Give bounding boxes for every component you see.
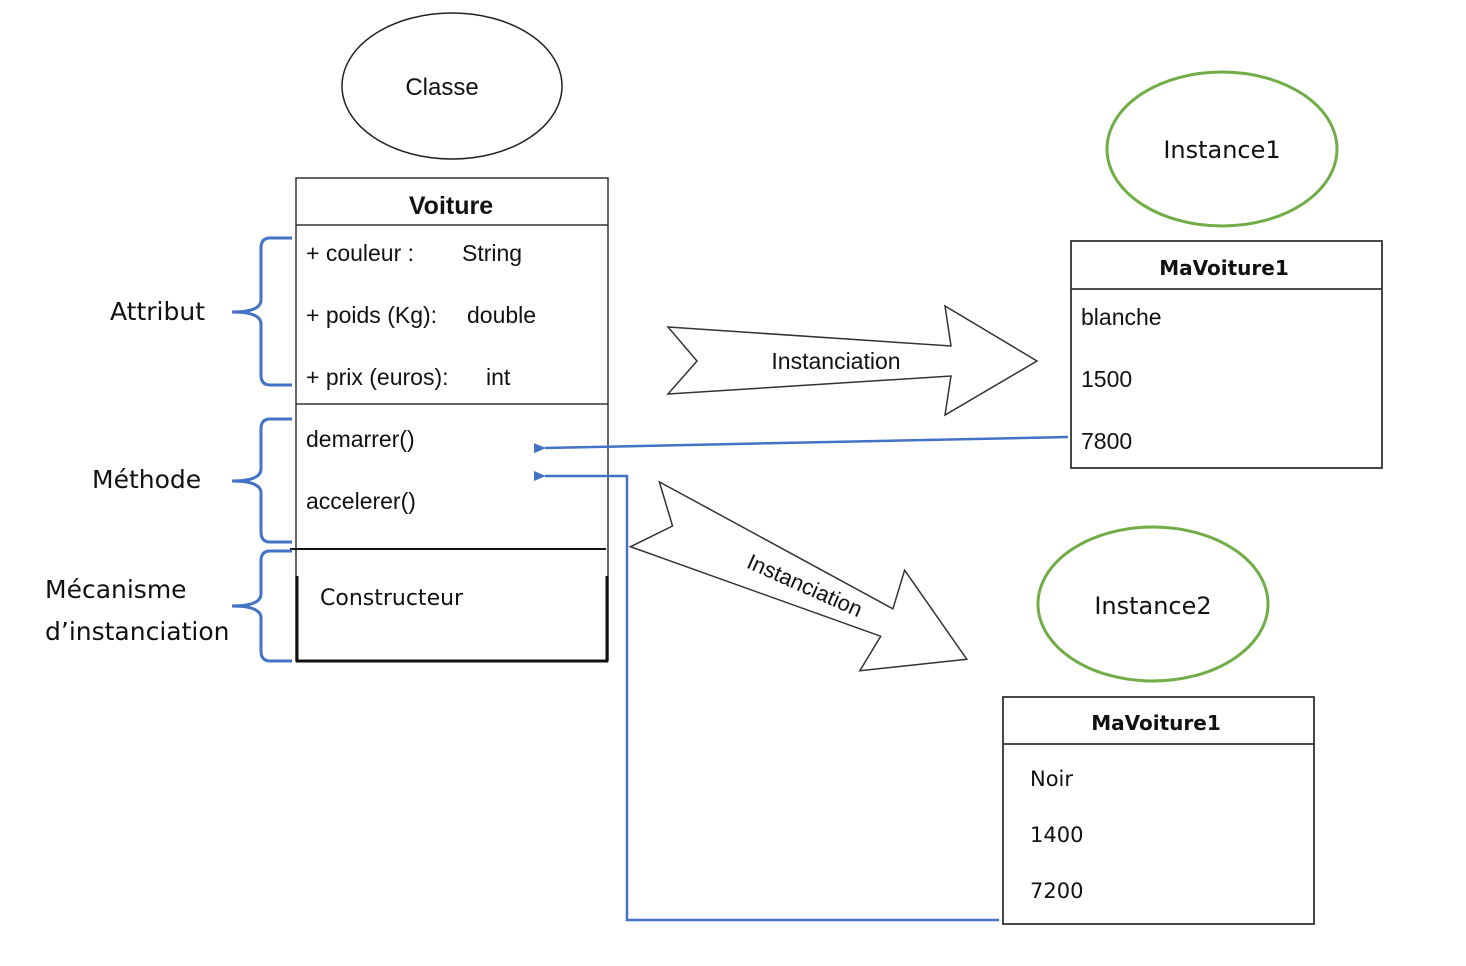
attribute-type: int [486, 364, 511, 390]
brace-attribut [231, 236, 292, 387]
attribute-type: String [462, 240, 522, 266]
constructor-label: Constructeur [320, 586, 464, 611]
instance1-box: MaVoiture1 blanche 1500 7800 [1070, 240, 1383, 469]
class-ellipse [341, 12, 563, 160]
instanciation-arrow-top [666, 304, 1039, 417]
brace-methode [231, 417, 292, 544]
connector-instance1-to-demarrer [533, 435, 1069, 454]
label-mecanisme: Mécanisme [45, 575, 187, 604]
label-attribut: Attribut [110, 297, 205, 326]
attribute-name: + prix (euros): [306, 364, 449, 390]
class-title: Voiture [409, 192, 493, 220]
instanciation-arrow-bottom: Instanciation [628, 480, 969, 672]
instanciation-label-top: Instanciation [771, 348, 900, 374]
class-label: Classe [405, 74, 478, 101]
instance2-box: MaVoiture1 Noir 1400 7200 [1002, 696, 1315, 925]
instance1-value-poids: 1500 [1081, 366, 1132, 392]
method-demarrer: demarrer() [306, 426, 415, 452]
attribute-type: double [467, 302, 536, 328]
instance2-value-poids: 1400 [1030, 823, 1083, 847]
instance2-value-couleur: Noir [1030, 767, 1073, 791]
method-accelerer: accelerer() [306, 488, 416, 514]
instance1-value-prix: 7800 [1081, 428, 1132, 454]
instance2-ellipse [1036, 525, 1270, 683]
connector-instance2-to-accelerer [534, 471, 999, 922]
instance2-value-prix: 7200 [1030, 879, 1083, 903]
instance1-ellipse [1105, 70, 1339, 228]
instance1-title: MaVoiture1 [1159, 256, 1289, 280]
attribute-name: + poids (Kg): [306, 302, 437, 328]
class-box-voiture: Voiture + couleur : String + poids (Kg):… [290, 177, 609, 663]
label-methode: Méthode [92, 465, 201, 494]
instance1-value-couleur: blanche [1081, 304, 1162, 330]
label-instanciation: d’instanciation [45, 617, 230, 646]
instance2-title: MaVoiture1 [1091, 711, 1221, 735]
attribute-name: + couleur : [306, 240, 414, 266]
brace-mecanisme [231, 549, 292, 663]
instance2-label: Instance2 [1094, 592, 1211, 620]
instance1-label: Instance1 [1163, 136, 1280, 164]
